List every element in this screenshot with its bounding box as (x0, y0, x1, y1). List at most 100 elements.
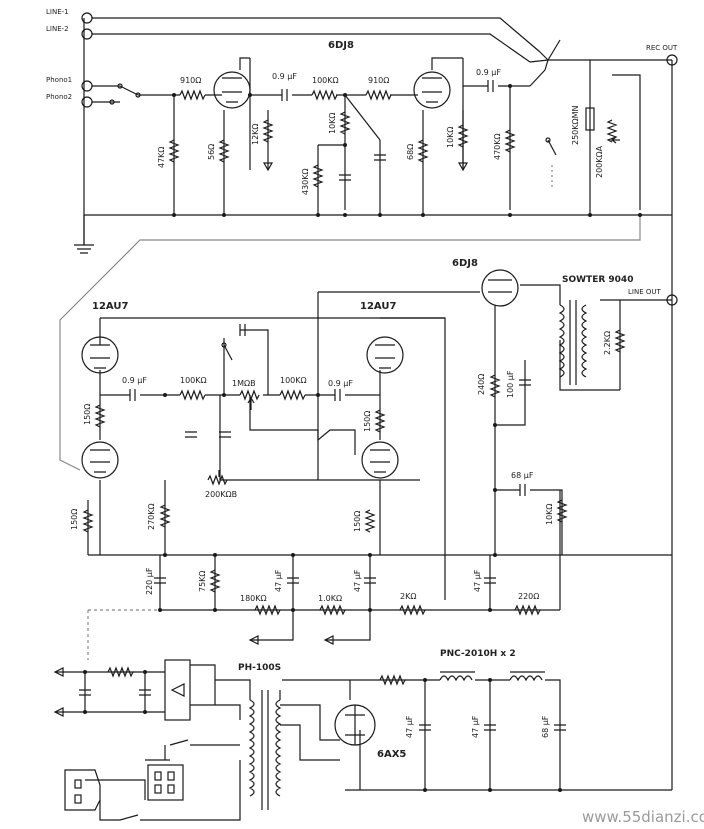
value-label: 12KΩ (251, 123, 260, 145)
value-label: 56Ω (207, 144, 216, 160)
vol-200k-a[interactable] (606, 119, 620, 144)
resistor (209, 569, 221, 593)
value-label: 430KΩ (301, 168, 310, 195)
resistor (179, 89, 206, 101)
value-label: 220 μF (145, 567, 154, 595)
pot-1mb[interactable] (239, 389, 260, 410)
rec-out-jack[interactable] (666, 54, 678, 66)
resistor (279, 389, 306, 401)
value-label: 47 μF (405, 715, 414, 738)
resistor (82, 509, 94, 533)
value-label: 250KΩMN (571, 105, 580, 145)
value-label: 47 μF (473, 569, 482, 592)
resistor (339, 111, 351, 135)
value-label: 2.2KΩ (603, 331, 612, 355)
line1-jack[interactable] (81, 12, 93, 24)
resistor (374, 409, 386, 433)
resistor (504, 129, 516, 153)
value-label: 1.0KΩ (318, 594, 342, 603)
input-select-switch[interactable] (529, 51, 549, 71)
value-label: 0.9 μF (272, 72, 297, 81)
tube-6dj8-stage2 (413, 71, 451, 109)
tube-6dj8-buffer (481, 269, 519, 307)
potentiometers (207, 107, 620, 486)
value-label: 200KΩA (595, 145, 604, 178)
tubes (81, 71, 519, 746)
value-label: 68 μF (541, 715, 550, 738)
value-label: 910Ω (368, 76, 389, 85)
tube-label-6dj8-top: 6DJ8 (328, 40, 354, 51)
resistor (262, 119, 274, 143)
resistor (312, 164, 324, 188)
transformers (248, 300, 588, 810)
phono2-label: Phono2 (46, 93, 72, 101)
phono1-jack[interactable] (81, 80, 93, 92)
value-label: 1MΩB (232, 379, 256, 388)
resistor (94, 404, 106, 428)
resistor (614, 329, 626, 353)
phono2-jack[interactable] (81, 96, 93, 108)
value-label: 47 μF (471, 715, 480, 738)
value-label: 75KΩ (198, 570, 207, 592)
tape-monitor-switch[interactable] (547, 139, 557, 156)
resistor (159, 504, 171, 528)
choke-1 (439, 671, 475, 682)
resistors (82, 89, 626, 686)
value-label: 10KΩ (545, 503, 554, 525)
pot-200kb[interactable] (207, 470, 228, 486)
resistor (379, 674, 406, 686)
junctions (83, 84, 642, 792)
resistor (254, 604, 281, 616)
value-label: 68 μF (511, 471, 534, 480)
value-label: 180KΩ (240, 594, 267, 603)
line-out-jack[interactable] (666, 294, 678, 306)
value-label: 10KΩ (328, 112, 337, 134)
resistor (489, 374, 501, 398)
line2-label: LINE-2 (46, 25, 69, 33)
phono-select-switch[interactable] (112, 85, 139, 103)
vol-250k-mn[interactable] (585, 107, 595, 131)
bridge-rectifier (164, 659, 191, 721)
value-label: 10KΩ (446, 126, 455, 148)
tube-12au7-right-bottom (361, 441, 399, 479)
line2-jack[interactable] (81, 28, 93, 40)
value-label: 150Ω (83, 404, 92, 425)
value-label: 470KΩ (493, 133, 502, 160)
phono1-label: Phono1 (46, 76, 72, 84)
balance-switch[interactable] (223, 344, 233, 361)
resistor (514, 604, 541, 616)
resistor (556, 499, 568, 523)
value-label: 240Ω (477, 374, 486, 395)
value-label: 100 μF (506, 370, 515, 398)
value-label: 150Ω (70, 509, 79, 530)
jacks (81, 12, 678, 306)
resistor (311, 89, 338, 101)
value-label: 0.9 μF (328, 379, 353, 388)
value-label: 200KΩB (205, 490, 237, 499)
resistor (457, 124, 469, 148)
tube-6ax5-rectifier (334, 704, 376, 746)
line1-label: LINE-1 (46, 8, 69, 16)
value-label: 0.9 μF (122, 376, 147, 385)
capacitors (79, 80, 566, 731)
power-switch[interactable] (169, 739, 189, 746)
resistor (399, 604, 426, 616)
choke-2 (509, 671, 545, 682)
resistor (319, 604, 346, 616)
output-transformer-label: SOWTER 9040 (562, 275, 633, 285)
value-label: 220Ω (518, 592, 539, 601)
value-label: 47 μF (353, 569, 362, 592)
supply-arrows (53, 162, 469, 717)
value-label: 150Ω (353, 511, 362, 532)
resistor (168, 139, 180, 163)
labels: LINE-1 LINE-2 Phono1 Phono2 REC OUT LINE… (46, 8, 704, 826)
line-out-label: LINE OUT (628, 288, 661, 296)
tube-label-12au7-right: 12AU7 (360, 301, 396, 312)
value-label: 100KΩ (280, 376, 307, 385)
rec-out-label: REC OUT (646, 44, 678, 52)
tube-label-6ax5: 6AX5 (377, 749, 406, 760)
iec-inlet[interactable] (64, 764, 184, 811)
resistor (179, 389, 206, 401)
power-transformer-label: PH-100S (238, 663, 281, 673)
